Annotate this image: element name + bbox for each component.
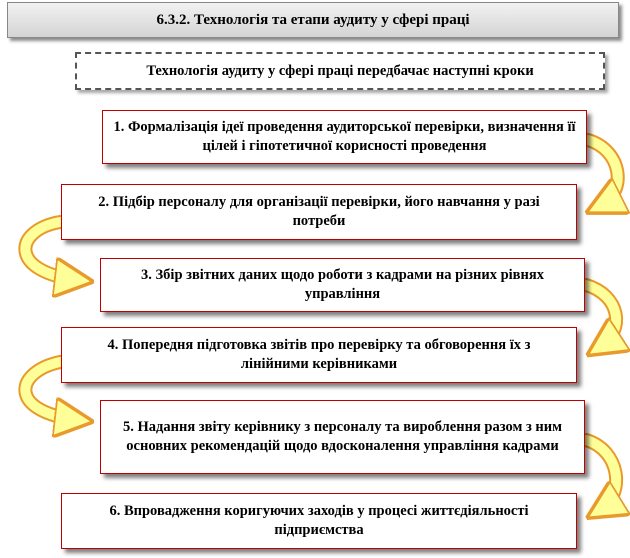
- arrow-step2-to-step3: [18, 215, 78, 280]
- step-5-box: 5. Надання звіту керівнику з персоналу т…: [100, 400, 585, 474]
- arrow-step4-to-step5: [18, 355, 78, 420]
- arrow-step5-to-step6: [579, 433, 616, 510]
- intro-box: Технологія аудиту у сфері праці передбач…: [75, 52, 605, 90]
- arrow-step1-to-step2: [581, 133, 618, 206]
- section-title: 6.3.2. Технологія та етапи аудиту у сфер…: [7, 2, 619, 38]
- arrow-step3-to-step4: [579, 278, 616, 347]
- step-4-box: 4. Попередня підготовка звітів про перев…: [61, 327, 577, 383]
- step-3-box: 3. Збір звітних даних щодо роботи з кадр…: [100, 258, 585, 312]
- step-6-box: 6. Впровадження коригуючих заходів у про…: [61, 493, 577, 549]
- step-1-box: 1. Формалізація ідеї проведення аудиторс…: [102, 110, 587, 164]
- step-2-box: 2. Підбір персоналу для організації пере…: [61, 184, 577, 240]
